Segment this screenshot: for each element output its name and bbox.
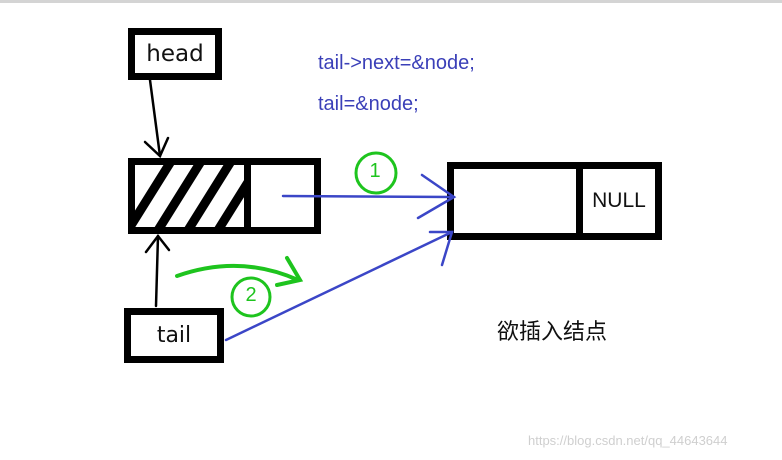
new-node-next-cell: NULL (576, 162, 662, 240)
top-divider (0, 0, 782, 3)
new-node-data-cell (447, 162, 583, 240)
head-arrow (143, 78, 170, 159)
step-two-label: 2 (245, 284, 257, 306)
move-tail-arrow (175, 256, 304, 287)
next-pointer-arrow (281, 173, 457, 220)
insert-node-caption: 欲插入结点 (497, 320, 608, 345)
step-one-circle (354, 151, 398, 195)
tail-arrow (144, 233, 171, 308)
tail-update-arrow (224, 230, 454, 342)
code-line-tail: tail=&node; (318, 93, 419, 115)
tail-pointer-box: tail (124, 308, 224, 363)
watermark-text: https://blog.csdn.net/qq_44643644 (528, 433, 728, 448)
head-pointer-box: head (128, 28, 222, 80)
code-line-next: tail->next=&node; (318, 52, 475, 74)
head-label: head (146, 41, 204, 67)
null-label: NULL (592, 189, 646, 212)
hatch-pattern-icon (135, 165, 244, 227)
tail-label: tail (156, 323, 192, 348)
step-two-circle (230, 276, 272, 318)
step-one-label: 1 (369, 160, 381, 182)
